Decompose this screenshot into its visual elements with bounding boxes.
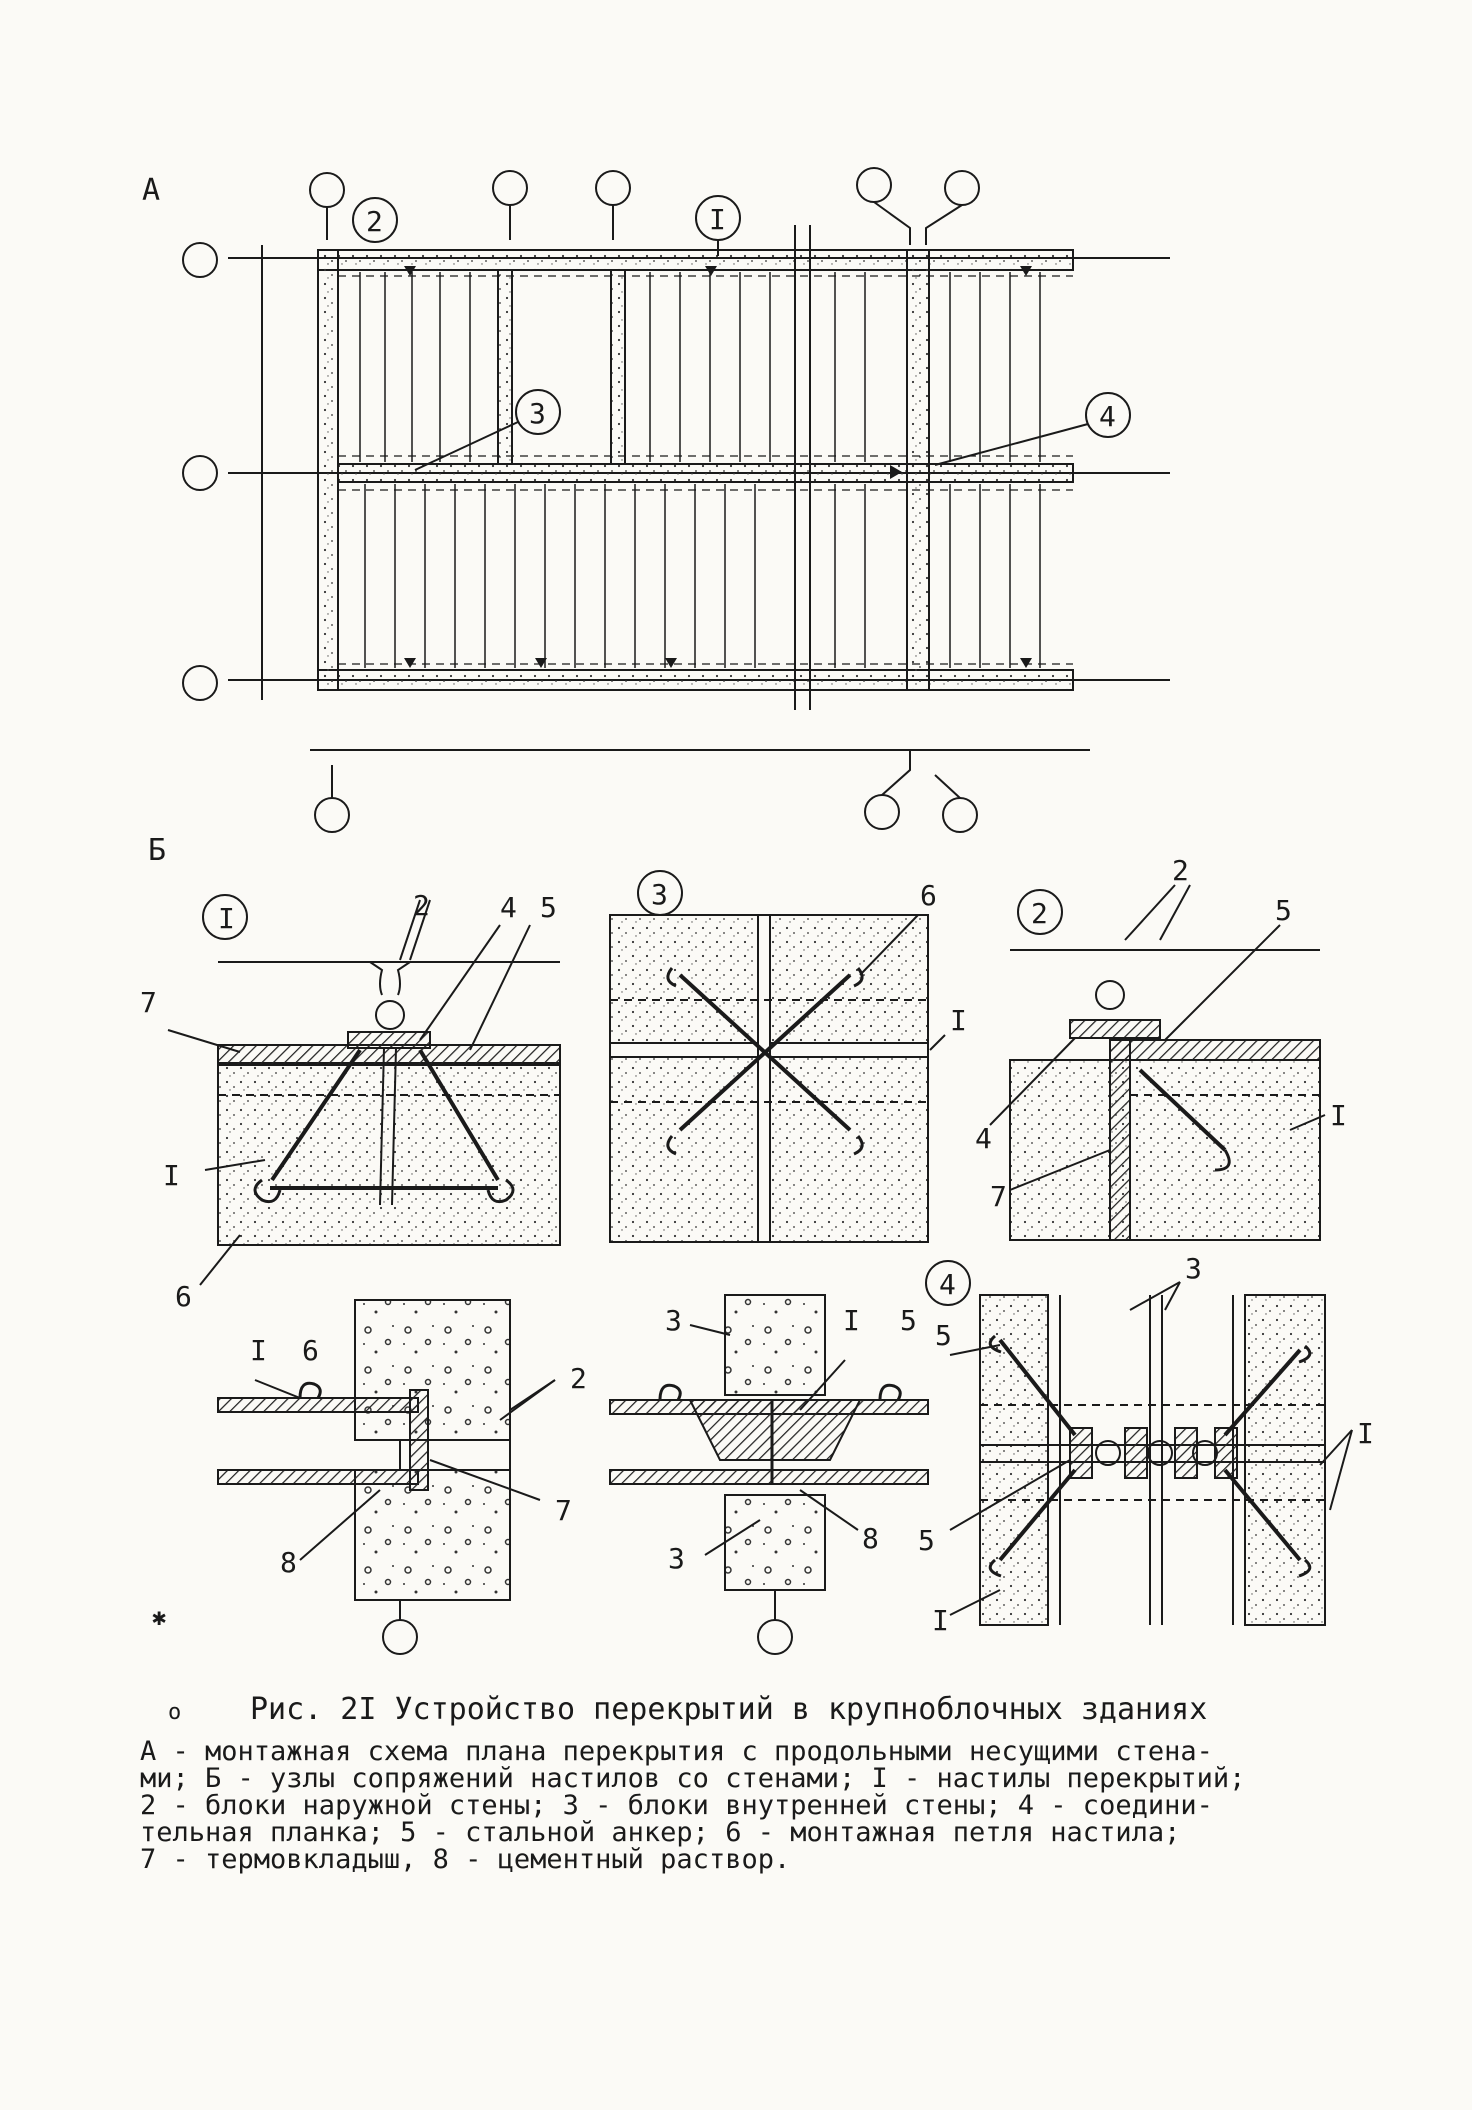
detail-I-label-5: 5 xyxy=(540,891,557,924)
detail-4-label-3: 3 xyxy=(1185,1252,1202,1285)
plan-marker-2: 2 xyxy=(366,205,383,238)
plan-marker-I: I xyxy=(709,203,726,236)
detail-3-label-6: 6 xyxy=(920,879,937,912)
detail-2-title: 2 xyxy=(1031,897,1048,930)
detail-I-label-7: 7 xyxy=(140,986,157,1019)
caption-line: А - монтажная схема плана перекрытия с п… xyxy=(140,1736,1213,1767)
section-a-label-7: 7 xyxy=(555,1494,572,1527)
section-a-label-6: 6 xyxy=(302,1334,319,1367)
section-label-a: А xyxy=(142,173,160,208)
caption-line: 7 - термовкладыш, 8 - цементный раствор. xyxy=(140,1844,791,1875)
section-b-label-3-bot: 3 xyxy=(668,1542,685,1575)
detail-4 xyxy=(925,1260,1353,1626)
detail-4-label-5-bot: 5 xyxy=(918,1524,935,1557)
caption-legend: А - монтажная схема плана перекрытия с п… xyxy=(140,1738,1390,1873)
detail-2-label-5: 5 xyxy=(1275,894,1292,927)
detail-2-label-7: 7 xyxy=(990,1180,1007,1213)
caption-title: Рис. 2I Устройство перекрытий в крупнобл… xyxy=(250,1692,1208,1727)
section-a-label-I: I xyxy=(250,1334,267,1367)
caption-bullet: о xyxy=(168,1700,182,1725)
detail-2-label-4: 4 xyxy=(975,1122,992,1155)
caption-line: тельная планка; 5 - стальной анкер; 6 - … xyxy=(140,1817,1181,1848)
detail-2-label-2: 2 xyxy=(1172,854,1189,887)
detail-I xyxy=(167,894,561,1286)
detail-I-label-6: 6 xyxy=(175,1280,192,1313)
section-a-label-8: 8 xyxy=(280,1546,297,1579)
plan-a xyxy=(182,167,1170,833)
section-a-label-2: 2 xyxy=(570,1362,587,1395)
detail-2-label-I: I xyxy=(1330,1099,1347,1132)
detail-I-label-I: I xyxy=(163,1159,180,1192)
section-b-detail xyxy=(609,1294,929,1655)
caption-line: 2 - блоки наружной стены; 3 - блоки внут… xyxy=(140,1790,1213,1821)
section-b-label-8: 8 xyxy=(862,1522,879,1555)
detail-4-title: 4 xyxy=(939,1268,956,1301)
detail-4-label-I-right: I xyxy=(1357,1417,1374,1450)
caption-line: ми; Б - узлы сопряжений настилов со стен… xyxy=(140,1763,1246,1794)
detail-2 xyxy=(989,884,1326,1241)
plan-marker-4: 4 xyxy=(1099,400,1116,433)
detail-I-title: I xyxy=(218,902,235,935)
section-b-label-3-top: 3 xyxy=(665,1304,682,1337)
detail-3 xyxy=(609,870,946,1243)
detail-4-label-5-top: 5 xyxy=(935,1319,952,1352)
plan-marker-3: 3 xyxy=(529,397,546,430)
section-label-b: Б xyxy=(148,833,166,868)
detail-3-label-I: I xyxy=(950,1004,967,1037)
section-b-label-5: 5 xyxy=(900,1304,917,1337)
detail-3-title: 3 xyxy=(651,878,668,911)
detail-4-label-I-bottom: I xyxy=(932,1604,949,1637)
detail-I-label-2: 2 xyxy=(413,889,430,922)
section-b-label-I: I xyxy=(843,1304,860,1337)
section-a-detail xyxy=(217,1299,556,1655)
detail-I-label-4: 4 xyxy=(500,891,517,924)
stray-mark: ✱ xyxy=(152,1603,166,1631)
